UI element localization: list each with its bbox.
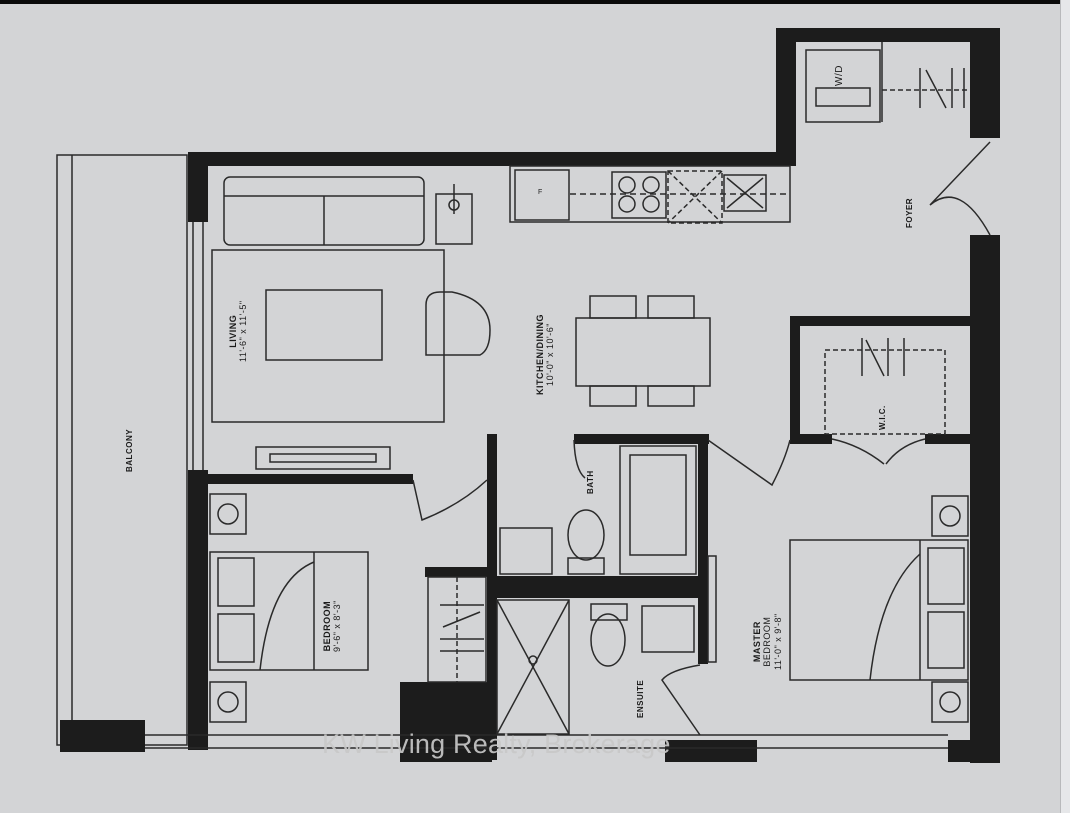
room-label-foyer: FOYER xyxy=(905,197,914,228)
dishwasher xyxy=(667,170,723,224)
room-label-kitchen-dining: KITCHEN/DINING 10'-0" x 10'-6" xyxy=(535,314,556,395)
sink xyxy=(723,174,767,212)
room-label-living: LIVING 11'-6" x 11'-5" xyxy=(228,300,249,362)
room-label-ensuite: ENSUITE xyxy=(636,679,645,718)
cooktop xyxy=(611,171,667,219)
fridge xyxy=(514,169,570,221)
room-label-wic: W.I.C. xyxy=(878,405,887,430)
room-label-laundry: W/D xyxy=(834,65,845,86)
room-label-bedroom: BEDROOM 9'-6" x 8'-3" xyxy=(322,600,343,652)
balcony-column xyxy=(60,720,145,752)
right-edge xyxy=(1060,0,1070,813)
room-label-master-bedroom: MASTER BEDROOM 11'-0" x 9'-8" xyxy=(752,613,783,670)
balcony-outline xyxy=(56,154,188,746)
watermark: KW Living Realty, Brokerage xyxy=(322,729,671,759)
room-label-balcony: BALCONY xyxy=(125,428,134,472)
fridge-label: F xyxy=(538,189,543,196)
room-label-bath: BATH xyxy=(586,470,595,494)
top-edge xyxy=(0,0,1070,4)
walls xyxy=(188,28,1000,763)
